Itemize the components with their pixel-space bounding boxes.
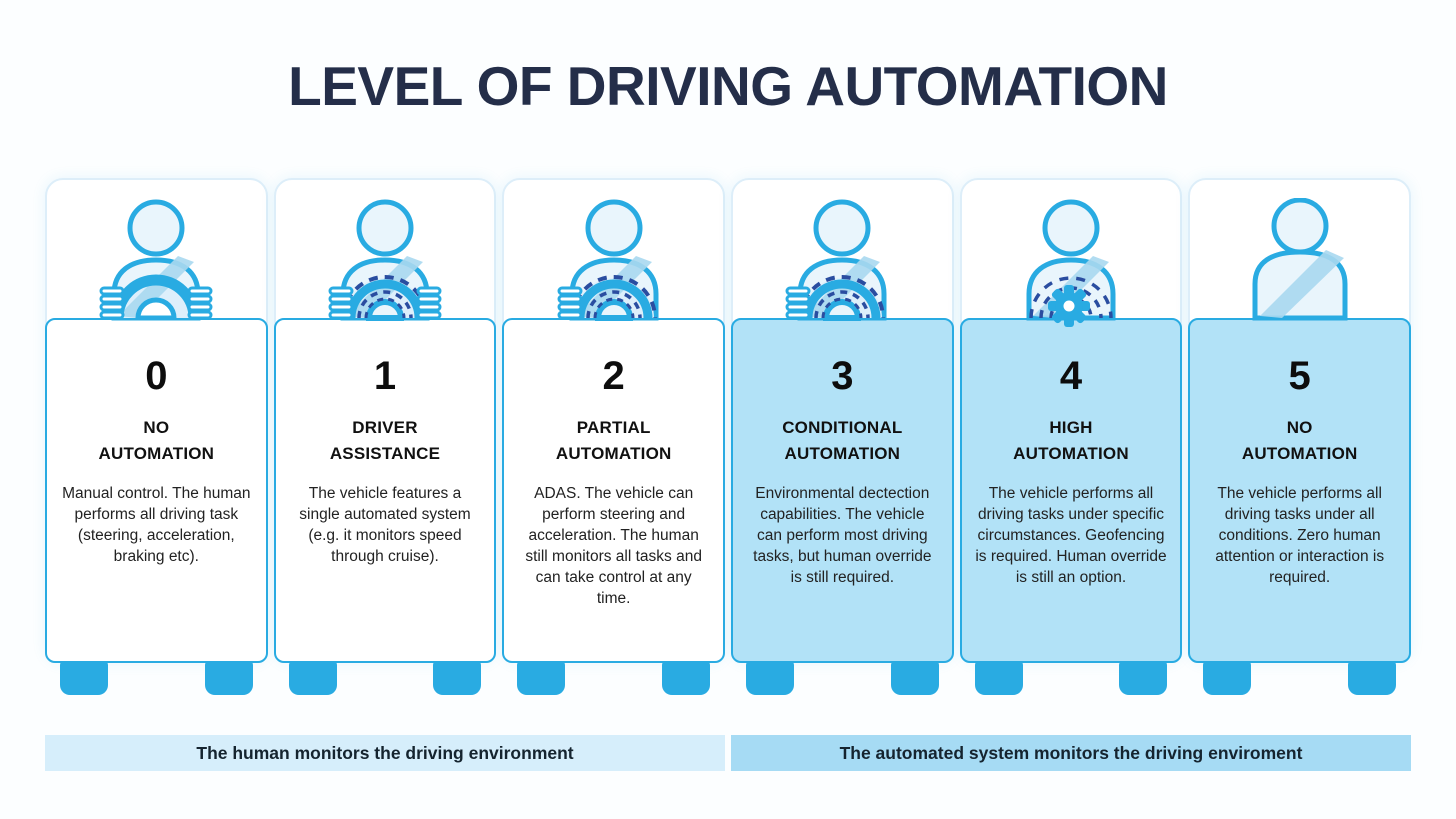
level-title: NO AUTOMATION	[1241, 418, 1358, 463]
card-foot	[1119, 661, 1168, 695]
level-title: PARTIAL AUTOMATION	[555, 418, 672, 463]
driver-hands-on-wheel-icon	[94, 198, 218, 330]
card-foot	[60, 661, 108, 695]
card-foot	[517, 661, 566, 695]
automated-monitors-bar: The automated system monitors the drivin…	[731, 735, 1411, 771]
card-foot	[1203, 661, 1252, 695]
card-foot	[662, 661, 710, 695]
driver-assist-dashed-wheel-icon	[323, 198, 447, 330]
level-title: NO AUTOMATION	[98, 418, 215, 463]
card-foot	[204, 661, 253, 695]
full-automation-passenger-icon	[1238, 198, 1362, 330]
card-foot	[433, 661, 482, 695]
partial-automation-wheel-icon	[552, 198, 676, 330]
level-4-card: 4 HIGH AUTOMATION The vehicle performs a…	[959, 318, 1183, 663]
level-description: The vehicle performs all driving tasks u…	[975, 485, 1167, 586]
level-number: 1	[373, 354, 397, 398]
level-description: Environmental dectection capabilities. T…	[753, 485, 932, 586]
card-foot	[288, 661, 337, 695]
human-monitors-bar: The human monitors the driving environme…	[45, 735, 725, 771]
level-3-column: 3 CONDITIONAL AUTOMATION Environmental d…	[731, 178, 954, 695]
level-2-column: 2 PARTIAL AUTOMATION ADAS. The vehicle c…	[502, 178, 725, 695]
level-title: HIGH AUTOMATION	[1013, 418, 1129, 463]
level-3-card: 3 CONDITIONAL AUTOMATION Environmental d…	[731, 318, 954, 663]
level-number: 0	[145, 354, 168, 398]
level-4-column: 4 HIGH AUTOMATION The vehicle performs a…	[959, 178, 1183, 695]
card-foot	[974, 661, 1023, 695]
level-1-card: 1 DRIVER ASSISTANCE The vehicle features…	[273, 318, 497, 663]
high-automation-gear-icon	[1009, 198, 1133, 330]
level-description: The vehicle features a single automated …	[299, 485, 471, 565]
level-title: DRIVER ASSISTANCE	[329, 418, 441, 463]
level-number: 3	[831, 354, 854, 398]
level-description: ADAS. The vehicle can perform steering a…	[525, 485, 702, 607]
level-title: CONDITIONAL AUTOMATION	[782, 418, 903, 463]
level-0-column: 0 NO AUTOMATION Manual control. The huma…	[45, 178, 268, 695]
level-2-card: 2 PARTIAL AUTOMATION ADAS. The vehicle c…	[502, 318, 725, 663]
card-foot	[746, 661, 794, 695]
card-foot	[890, 661, 939, 695]
page-title: LEVEL OF DRIVING AUTOMATION	[288, 55, 1168, 117]
monitoring-bars: The human monitors the driving environme…	[45, 735, 1411, 771]
conditional-automation-wheel-icon	[780, 198, 904, 330]
level-number: 4	[1059, 354, 1083, 398]
level-number: 5	[1288, 354, 1311, 398]
level-5-card: 5 NO AUTOMATION The vehicle performs all…	[1188, 318, 1411, 663]
levels-row: 0 NO AUTOMATION Manual control. The huma…	[45, 178, 1411, 695]
level-description: The vehicle performs all driving tasks u…	[1215, 485, 1385, 586]
card-foot	[1348, 661, 1396, 695]
level-5-column: 5 NO AUTOMATION The vehicle performs all…	[1188, 178, 1411, 695]
level-number: 2	[602, 354, 625, 398]
level-description: Manual control. The human performs all d…	[62, 485, 251, 565]
level-1-column: 1 DRIVER ASSISTANCE The vehicle features…	[273, 178, 497, 695]
level-0-card: 0 NO AUTOMATION Manual control. The huma…	[45, 318, 268, 663]
